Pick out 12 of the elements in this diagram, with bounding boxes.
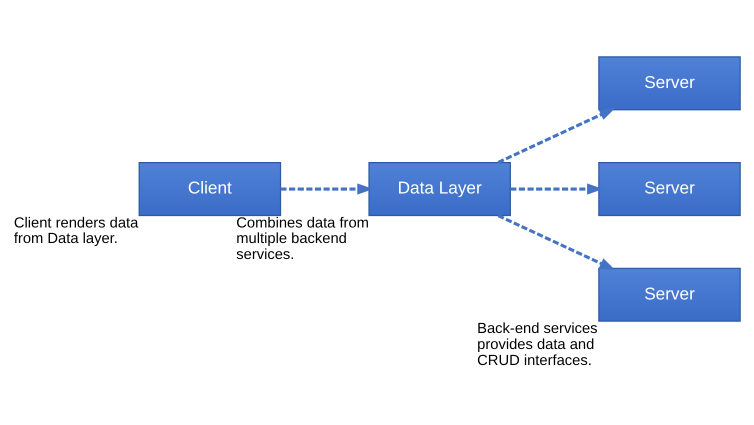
node-box: Server [598, 267, 741, 322]
arrow [510, 182, 604, 194]
node-label: Client renders data from Data layer. [14, 214, 138, 247]
arrow [498, 107, 616, 164]
node-box: Server [598, 162, 741, 216]
node-box: Data Layer [368, 162, 511, 216]
node-box: Client [138, 162, 282, 216]
node-label: Combines data from multiple backend services. [236, 214, 369, 263]
node-label: Back-end services provides data and CRUD interfaces. [477, 320, 598, 368]
arrow [498, 214, 616, 270]
node-box: Server [598, 56, 741, 110]
arrow [280, 182, 374, 194]
